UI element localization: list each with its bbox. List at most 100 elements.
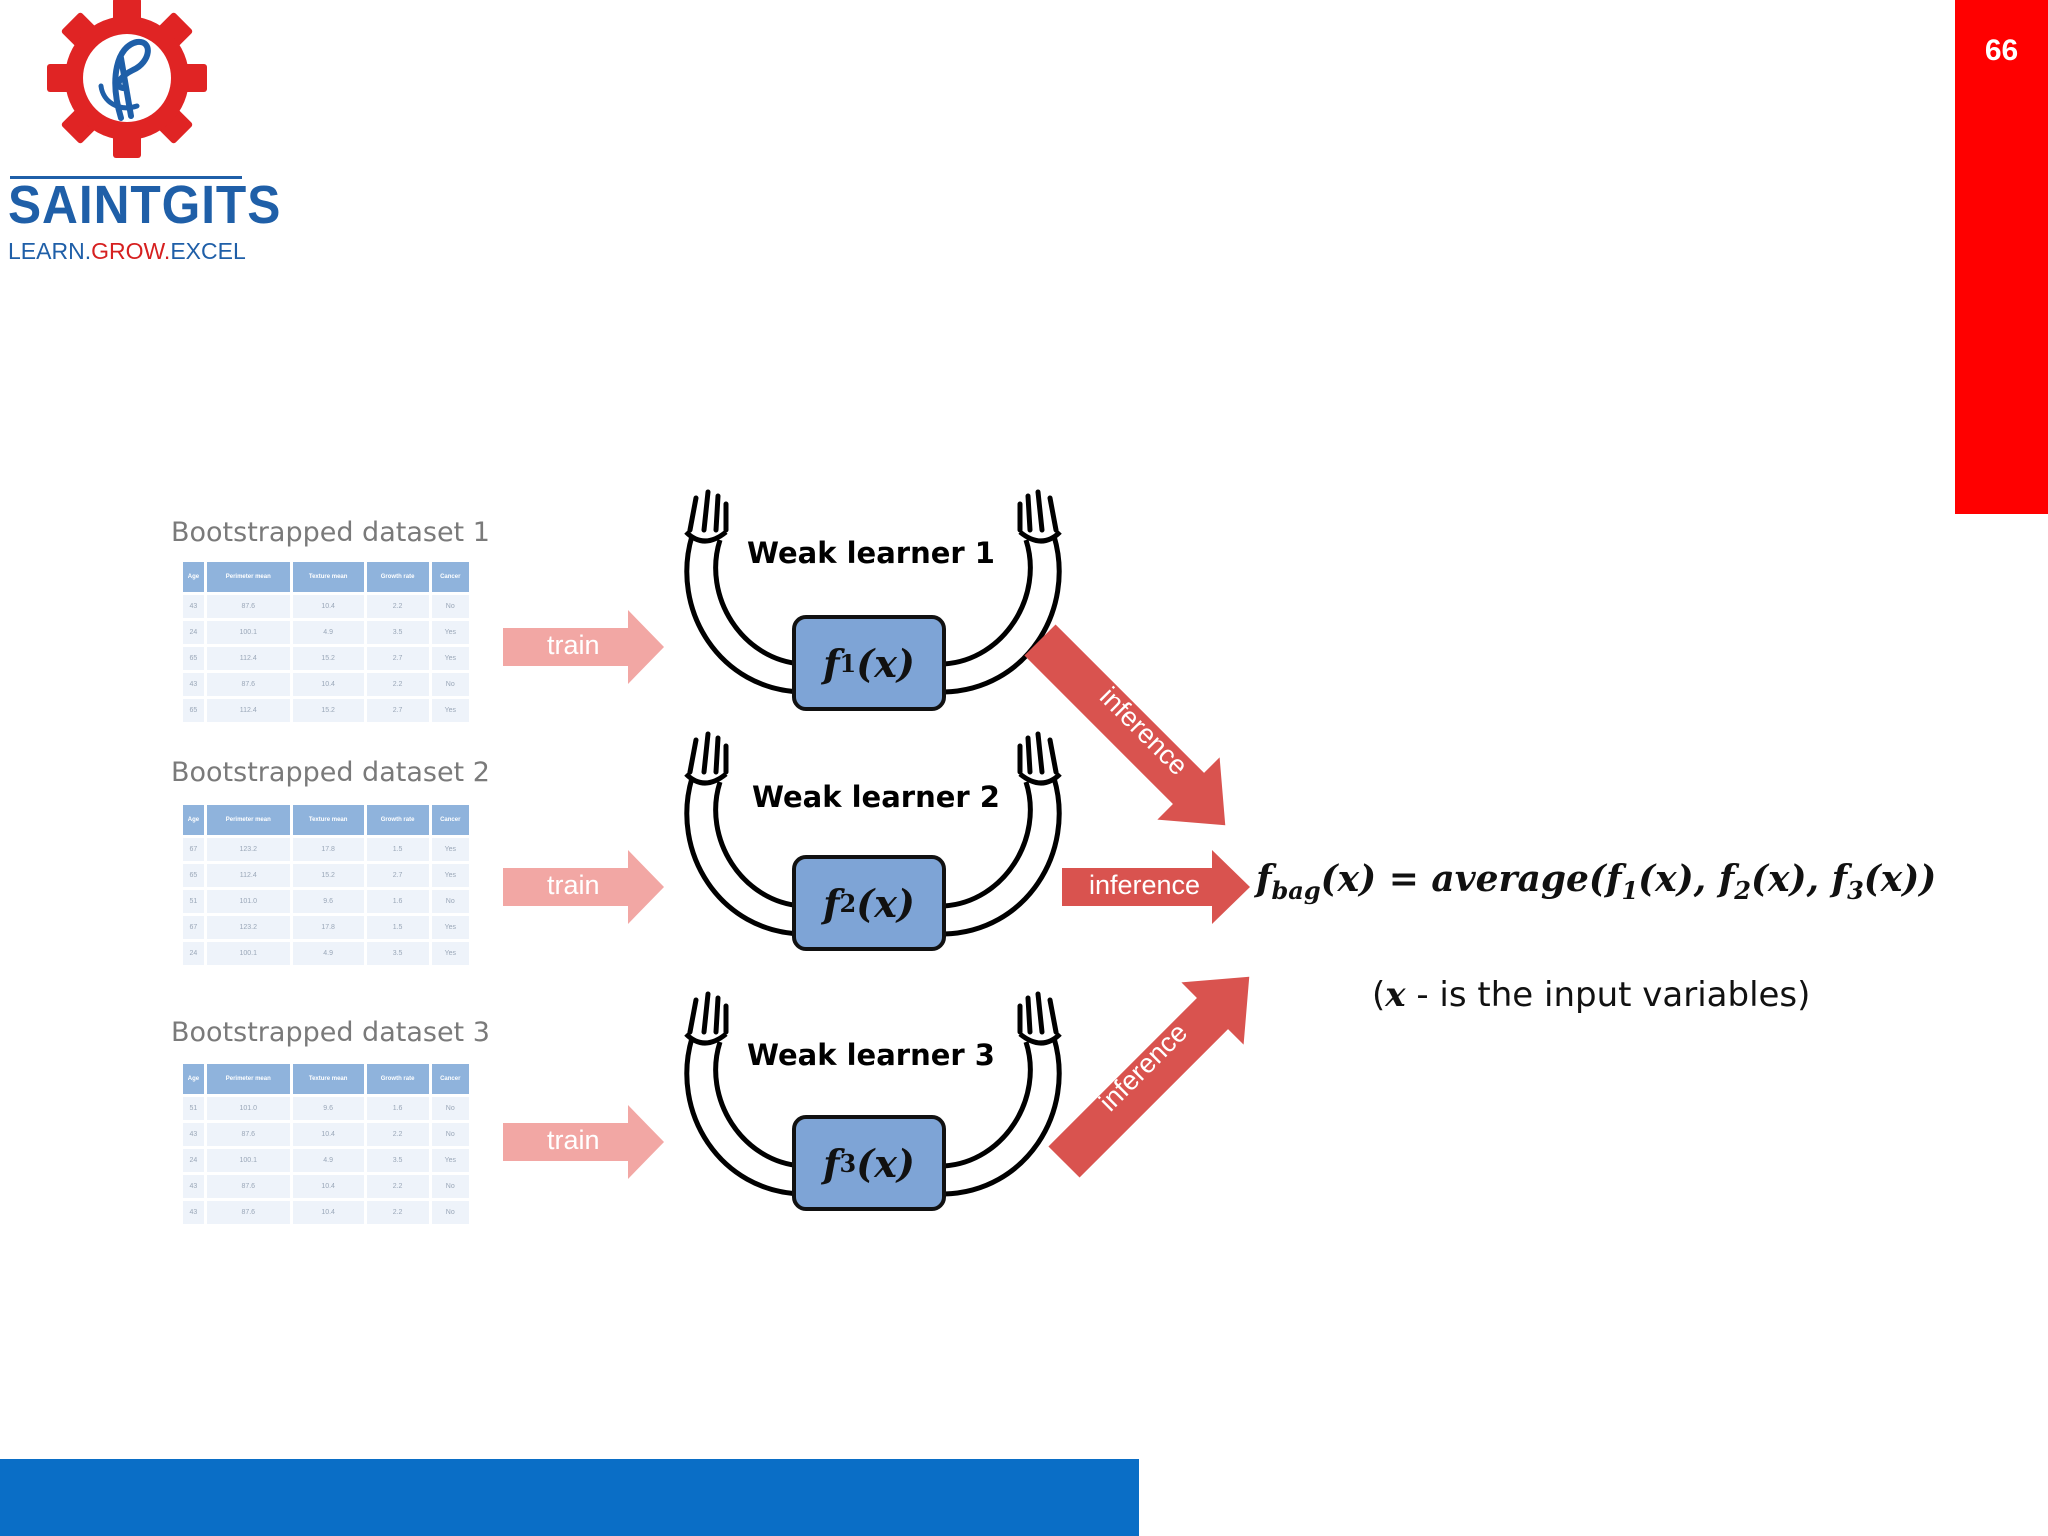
logo-tagline: LEARN.GROW.EXCEL: [8, 238, 246, 265]
table-header-cell: Perimeter mean: [206, 1064, 290, 1094]
table-header-cell: Growth rate: [366, 1064, 429, 1094]
table-header-cell: Cancer: [431, 1064, 469, 1094]
table-cell: Yes: [431, 1149, 469, 1172]
inference-arrow: [1024, 624, 1226, 826]
table-cell: 87.6: [206, 1175, 290, 1198]
table-cell: 1.5: [366, 916, 429, 939]
table-cell: Yes: [431, 838, 469, 861]
table-cell: 87.6: [206, 673, 290, 696]
table-cell: 2.2: [366, 595, 429, 618]
table-cell: 123.2: [206, 838, 290, 861]
table-cell: Yes: [431, 647, 469, 670]
table-cell: 101.0: [206, 1097, 290, 1120]
table-cell: 9.6: [292, 1097, 364, 1120]
tagline-excel: EXCEL: [170, 238, 246, 264]
table-header-cell: Texture mean: [292, 1064, 364, 1094]
dataset-title: Bootstrapped dataset 3: [171, 1017, 490, 1048]
train-arrow: [503, 850, 664, 924]
table-cell: 43: [183, 1123, 204, 1146]
table-cell: 17.8: [292, 838, 364, 861]
table-cell: 2.7: [366, 647, 429, 670]
table-cell: 3.5: [366, 942, 429, 965]
table-header-cell: Perimeter mean: [206, 805, 290, 835]
inference-arrow: [1062, 850, 1250, 924]
table-header-cell: Age: [183, 1064, 204, 1094]
tagline-grow: GROW.: [91, 238, 171, 264]
table-cell: Yes: [431, 864, 469, 887]
table-cell: No: [431, 1175, 469, 1198]
table-cell: 51: [183, 890, 204, 913]
table-cell: 43: [183, 1201, 204, 1224]
dataset-title: Bootstrapped dataset 2: [171, 757, 490, 788]
table-cell: 65: [183, 699, 204, 722]
table-header-cell: Cancer: [431, 805, 469, 835]
table-cell: Yes: [431, 699, 469, 722]
table-cell: 100.1: [206, 621, 290, 644]
table-cell: 24: [183, 621, 204, 644]
train-label: train: [547, 870, 600, 900]
table-cell: 1.6: [366, 890, 429, 913]
input-variables-note: (x - is the input variables): [1372, 975, 1811, 1015]
table-cell: 100.1: [206, 1149, 290, 1172]
accent-bar: [1955, 0, 2048, 514]
table-cell: 65: [183, 647, 204, 670]
inference-arrow: [1048, 976, 1250, 1178]
table-cell: 112.4: [206, 864, 290, 887]
table-header-cell: Perimeter mean: [206, 562, 290, 592]
table-cell: 2.7: [366, 864, 429, 887]
learner-title: Weak learner 1: [747, 536, 995, 570]
saintgits-gear-logo-icon: [47, 0, 207, 158]
logo-rule: [10, 176, 242, 179]
table-cell: 51: [183, 1097, 204, 1120]
logo-wordmark: SAINTGITS: [8, 175, 282, 235]
train-arrow: [503, 610, 664, 684]
table-header-cell: Texture mean: [292, 805, 364, 835]
table-cell: 2.7: [366, 699, 429, 722]
table-cell: 10.4: [292, 595, 364, 618]
table-cell: 2.2: [366, 1175, 429, 1198]
footer-bar: [0, 1459, 1139, 1536]
table-cell: 17.8: [292, 916, 364, 939]
table-cell: 15.2: [292, 699, 364, 722]
table-cell: 100.1: [206, 942, 290, 965]
table-cell: Yes: [431, 621, 469, 644]
table-cell: 87.6: [206, 595, 290, 618]
page-number: 66: [1984, 34, 2019, 67]
table-cell: 4.9: [292, 1149, 364, 1172]
table-cell: Yes: [431, 942, 469, 965]
table-cell: No: [431, 595, 469, 618]
table-cell: 10.4: [292, 673, 364, 696]
learner-title: Weak learner 2: [752, 780, 1000, 814]
table-cell: 24: [183, 942, 204, 965]
table-cell: 87.6: [206, 1201, 290, 1224]
train-label: train: [547, 630, 600, 660]
tagline-learn: LEARN.: [8, 238, 92, 264]
table-cell: 4.9: [292, 621, 364, 644]
table-header-cell: Cancer: [431, 562, 469, 592]
table-cell: 9.6: [292, 890, 364, 913]
table-cell: 10.4: [292, 1175, 364, 1198]
table-cell: 1.5: [366, 838, 429, 861]
learner-title: Weak learner 3: [747, 1038, 995, 1072]
table-cell: 112.4: [206, 699, 290, 722]
table-cell: 2.2: [366, 673, 429, 696]
table-cell: 4.9: [292, 942, 364, 965]
table-cell: No: [431, 1123, 469, 1146]
table-cell: 65: [183, 864, 204, 887]
table-cell: No: [431, 890, 469, 913]
